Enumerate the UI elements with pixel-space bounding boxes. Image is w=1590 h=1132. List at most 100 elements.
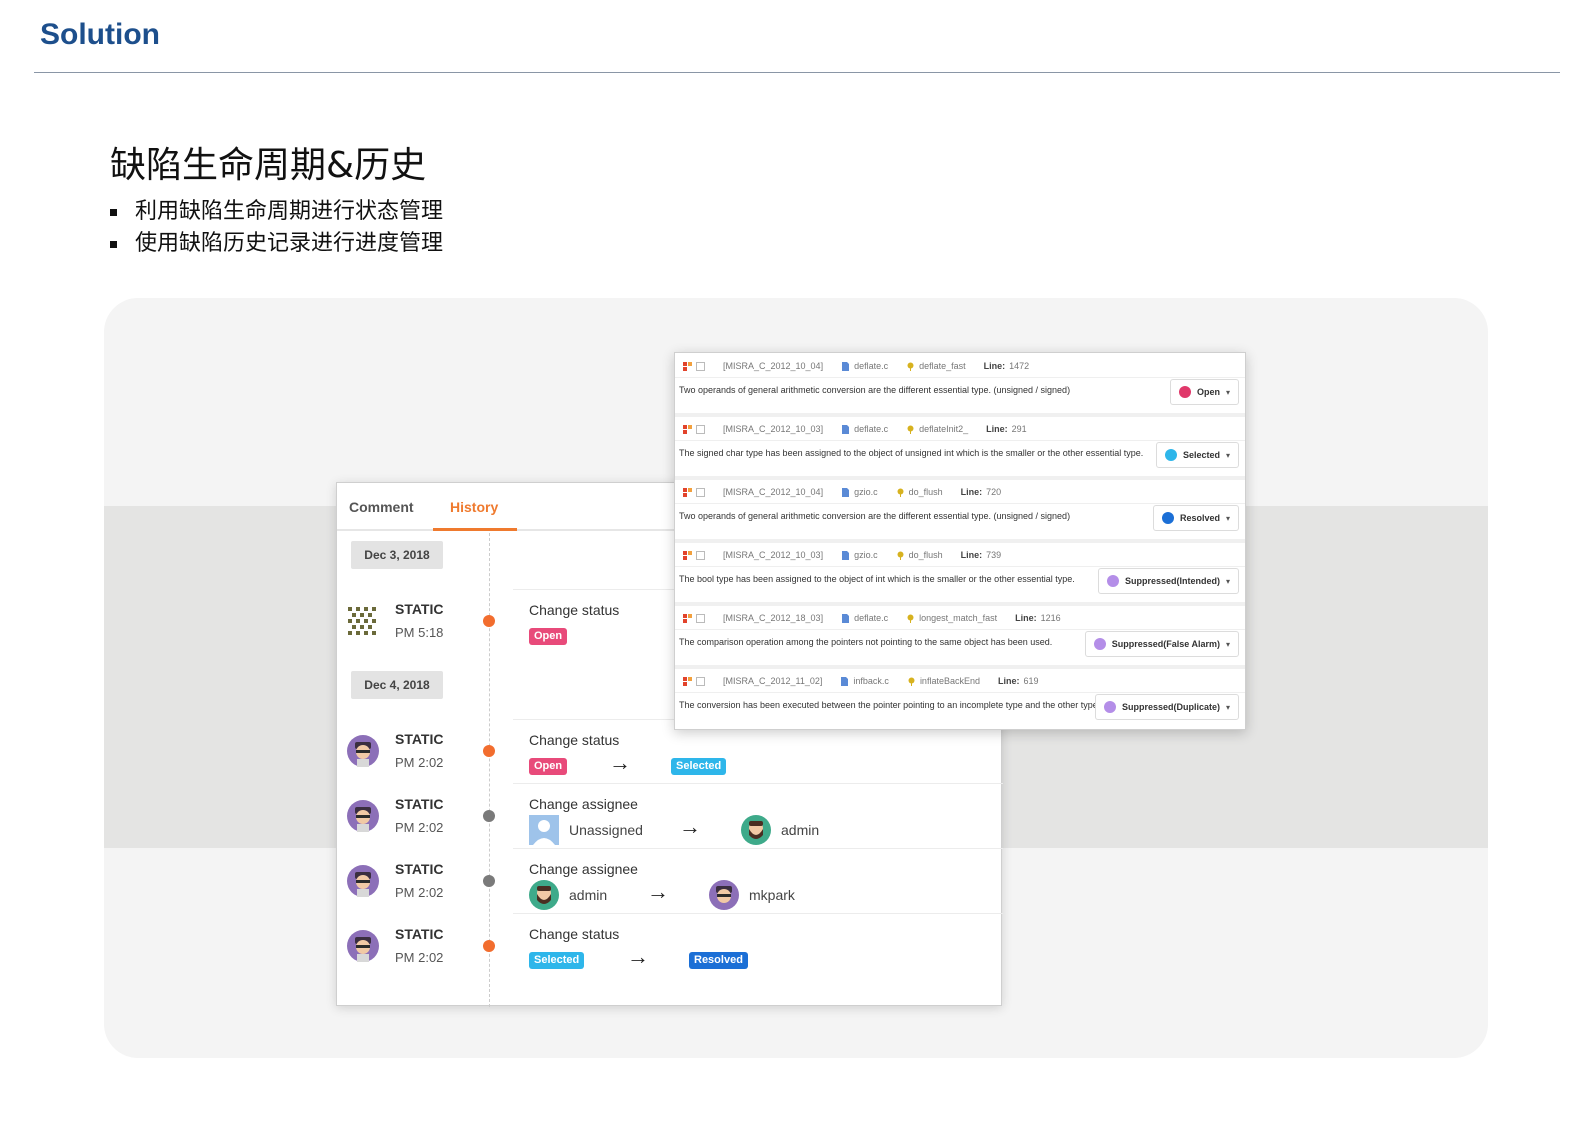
- file-icon: [842, 361, 850, 371]
- status-badge-selected: Selected: [529, 952, 585, 969]
- user-avatar-icon: [347, 865, 379, 897]
- issue-rule: [MISRA_C_2012_10_04]: [723, 361, 824, 371]
- chevron-down-icon: ▾: [1225, 387, 1230, 397]
- change-title: Change status: [529, 732, 620, 748]
- checkbox-icon[interactable]: [696, 361, 705, 371]
- line-label: Line:: [1015, 613, 1037, 623]
- status-dot-icon: [1103, 701, 1116, 713]
- timeline-dot: [483, 875, 495, 887]
- history-entry-user: STATIC PM 2:02: [347, 792, 477, 840]
- issue-row[interactable]: [MISRA_C_2012_10_03] gzio.c do_flush Lin…: [675, 542, 1245, 606]
- issue-row[interactable]: [MISRA_C_2012_10_04] deflate.c deflate_f…: [675, 353, 1245, 417]
- issue-description: The signed char type has been assigned t…: [679, 448, 1144, 458]
- assignee-from: admin: [529, 879, 607, 911]
- unassigned-avatar-icon: [529, 815, 559, 845]
- status-dropdown[interactable]: Suppressed(Intended) ▾: [1097, 568, 1239, 594]
- bullet-square-icon: [110, 208, 117, 216]
- issue-row[interactable]: [MISRA_C_2012_18_03] deflate.c longest_m…: [675, 605, 1245, 669]
- active-tab-indicator: [433, 528, 517, 531]
- issue-separator: [675, 629, 1245, 630]
- bullet-item: 使用缺陷历史记录进行进度管理: [110, 228, 443, 260]
- bullet-item: 利用缺陷生命周期进行状态管理: [110, 196, 443, 228]
- entry-time: PM 2:02: [395, 820, 444, 835]
- issue-description: The bool type has been assigned to the o…: [679, 574, 1075, 584]
- tab-history[interactable]: History: [450, 499, 499, 515]
- issue-rule: [MISRA_C_2012_10_03]: [723, 550, 824, 560]
- assignee-name: mkpark: [749, 887, 795, 903]
- issue-meta: [MISRA_C_2012_11_02] infback.c inflateBa…: [683, 674, 1039, 688]
- status-dropdown[interactable]: Selected ▾: [1155, 442, 1239, 468]
- arrow-right-icon: →: [609, 750, 631, 775]
- severity-icon: [683, 676, 692, 686]
- section-title: 缺陷生命周期&历史: [110, 145, 427, 186]
- issue-separator: [675, 440, 1245, 441]
- change-row: Change status Open: [513, 589, 1003, 655]
- issue-meta: [MISRA_C_2012_10_04] gzio.c do_flush Lin…: [683, 485, 1001, 499]
- arrow-right-icon: →: [647, 879, 669, 904]
- entry-time: PM 2:02: [395, 950, 444, 965]
- severity-icon: [683, 361, 692, 371]
- change-row: Change status Selected → Resolved: [513, 913, 1003, 979]
- status-dropdown[interactable]: Resolved ▾: [1152, 505, 1239, 531]
- entry-user-name: STATIC: [395, 796, 444, 812]
- issue-separator: [675, 692, 1245, 693]
- issue-rule: [MISRA_C_2012_10_03]: [723, 424, 824, 434]
- checkbox-icon[interactable]: [696, 676, 705, 686]
- line-label: Line:: [960, 550, 983, 560]
- line-label: Line:: [960, 487, 983, 497]
- issue-row[interactable]: [MISRA_C_2012_10_03] deflate.c deflateIn…: [675, 416, 1245, 480]
- issue-description: The conversion has been executed between…: [679, 700, 1105, 710]
- issue-function: do_flush: [908, 487, 943, 497]
- function-pin-icon: [897, 551, 904, 560]
- status-dropdown[interactable]: Suppressed(False Alarm) ▾: [1084, 631, 1239, 657]
- issue-function: deflate_fast: [919, 361, 966, 371]
- status-badge-open: Open: [529, 758, 568, 775]
- function-pin-icon: [907, 425, 914, 434]
- change-title: Change assignee: [529, 861, 638, 877]
- issue-meta: [MISRA_C_2012_18_03] deflate.c longest_m…: [683, 611, 1061, 625]
- timeline-dot: [483, 810, 495, 822]
- page-title: Solution: [40, 18, 160, 51]
- status-dot-icon: [1106, 575, 1119, 587]
- chevron-down-icon: ▾: [1225, 639, 1230, 649]
- bullet-square-icon: [110, 240, 117, 248]
- issue-rule: [MISRA_C_2012_18_03]: [723, 613, 824, 623]
- issue-meta: [MISRA_C_2012_10_03] deflate.c deflateIn…: [683, 422, 1027, 436]
- assignee-name: admin: [781, 822, 820, 838]
- mkpark-avatar-icon: [709, 880, 739, 910]
- issue-meta: [MISRA_C_2012_10_04] deflate.c deflate_f…: [683, 359, 1029, 373]
- issue-row[interactable]: [MISRA_C_2012_11_02] infback.c inflateBa…: [675, 668, 1245, 732]
- issue-file: deflate.c: [854, 613, 889, 623]
- status-label: Suppressed(Intended): [1124, 576, 1220, 586]
- checkbox-icon[interactable]: [696, 424, 705, 434]
- timeline-dot: [483, 940, 495, 952]
- arrow-right-icon: →: [679, 814, 701, 839]
- status-dropdown[interactable]: Open ▾: [1169, 379, 1239, 405]
- issue-line: 1216: [1040, 613, 1061, 623]
- issue-function: do_flush: [908, 550, 943, 560]
- issue-line: 1472: [1009, 361, 1030, 371]
- admin-avatar-icon: [741, 815, 771, 845]
- status-label: Suppressed(Duplicate): [1121, 702, 1220, 712]
- history-entry-user: STATIC PM 2:02: [347, 727, 477, 775]
- issue-separator: [675, 503, 1245, 504]
- function-pin-icon: [908, 677, 915, 686]
- severity-icon: [683, 613, 692, 623]
- issue-row[interactable]: [MISRA_C_2012_10_04] gzio.c do_flush Lin…: [675, 479, 1245, 543]
- timeline-dot: [483, 745, 495, 757]
- admin-avatar-icon: [529, 880, 559, 910]
- issue-separator: [675, 566, 1245, 567]
- checkbox-icon[interactable]: [696, 550, 705, 560]
- line-label: Line:: [986, 424, 1008, 434]
- entry-user-name: STATIC: [395, 601, 444, 617]
- issue-rule: [MISRA_C_2012_11_02]: [723, 676, 823, 686]
- checkbox-icon[interactable]: [696, 613, 705, 623]
- issue-file: gzio.c: [854, 550, 878, 560]
- status-dot-icon: [1164, 449, 1177, 461]
- function-pin-icon: [897, 488, 904, 497]
- tab-comment[interactable]: Comment: [349, 499, 414, 515]
- status-dropdown[interactable]: Suppressed(Duplicate) ▾: [1094, 694, 1239, 720]
- checkbox-icon[interactable]: [696, 487, 705, 497]
- file-icon: [842, 613, 850, 623]
- change-title: Change status: [529, 926, 620, 942]
